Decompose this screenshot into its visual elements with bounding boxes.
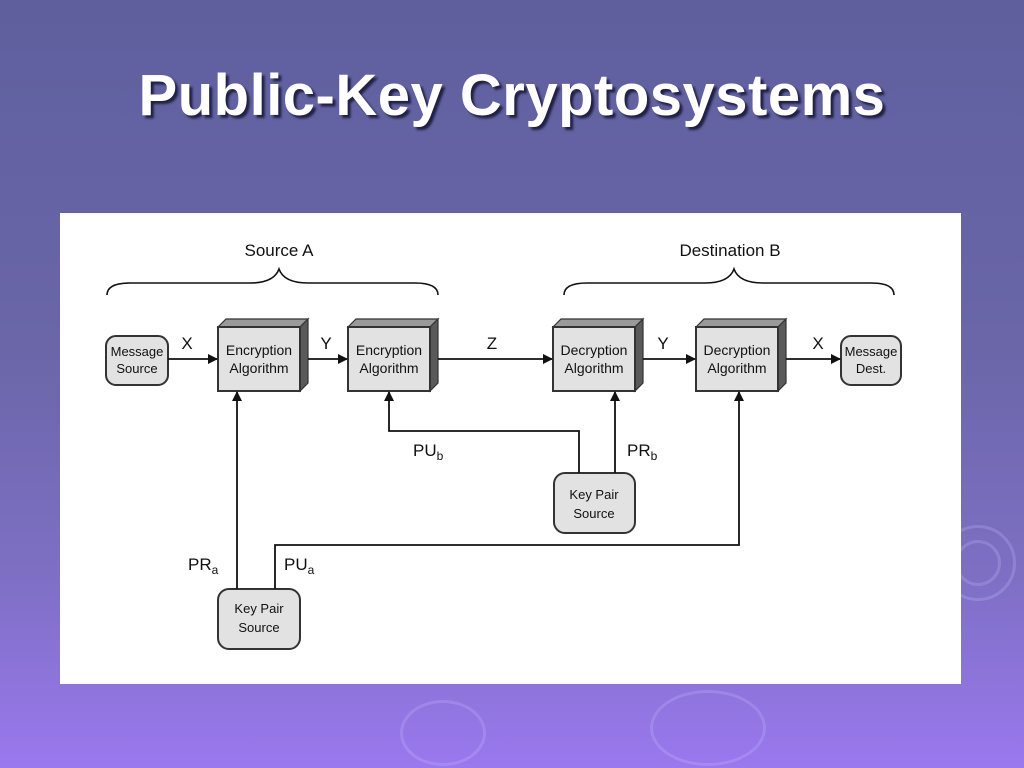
brace-source [106,266,439,296]
group-label-source: Source A [245,241,315,260]
brace-destination [563,266,895,296]
svg-text:Algorithm: Algorithm [564,360,623,376]
encryption-algorithm-box-1: Encryption Algorithm [216,317,310,393]
svg-text:Source: Source [116,361,157,376]
decryption-algorithm-box-1: Decryption Algorithm [551,317,645,393]
key-pair-source-b-box: Key Pair Source [553,472,636,534]
ripple-decoration [400,700,486,766]
svg-text:Message: Message [111,344,164,359]
svg-text:Decryption: Decryption [704,342,771,358]
label-pu-a: PUa [284,555,315,577]
svg-text:Algorithm: Algorithm [229,360,288,376]
label-pr-b: PRb [627,441,658,463]
message-source-box: Message Source [105,335,169,386]
arrow-pu-a [274,391,744,589]
ripple-decoration [650,690,766,766]
svg-text:Algorithm: Algorithm [707,360,766,376]
label-y-1: Y [320,334,331,353]
svg-text:Key Pair: Key Pair [569,487,619,502]
svg-text:Message: Message [845,344,898,359]
label-x-in: X [181,334,192,353]
message-dest-box: Message Dest. [840,335,902,386]
label-x-out: X [812,334,823,353]
decryption-algorithm-box-2: Decryption Algorithm [694,317,788,393]
key-pair-source-a-box: Key Pair Source [217,588,301,650]
slide-title: Public-Key Cryptosystems [138,63,886,128]
label-y-2: Y [657,334,668,353]
label-z: Z [487,334,497,353]
label-pr-a: PRa [188,555,219,577]
svg-text:Encryption: Encryption [226,342,292,358]
svg-text:Encryption: Encryption [356,342,422,358]
svg-text:Algorithm: Algorithm [359,360,418,376]
label-pu-b: PUb [413,441,444,463]
diagram-panel: Source A Destination B Message Source En… [60,213,961,684]
svg-text:Dest.: Dest. [856,361,886,376]
svg-text:Decryption: Decryption [561,342,628,358]
group-label-destination: Destination B [679,241,780,260]
encryption-algorithm-box-2: Encryption Algorithm [346,317,440,393]
svg-text:Source: Source [573,506,614,521]
arrow-pu-b [384,391,580,473]
public-key-diagram: Source A Destination B Message Source En… [105,241,902,650]
svg-text:Source: Source [238,620,279,635]
svg-text:Key Pair: Key Pair [234,601,284,616]
